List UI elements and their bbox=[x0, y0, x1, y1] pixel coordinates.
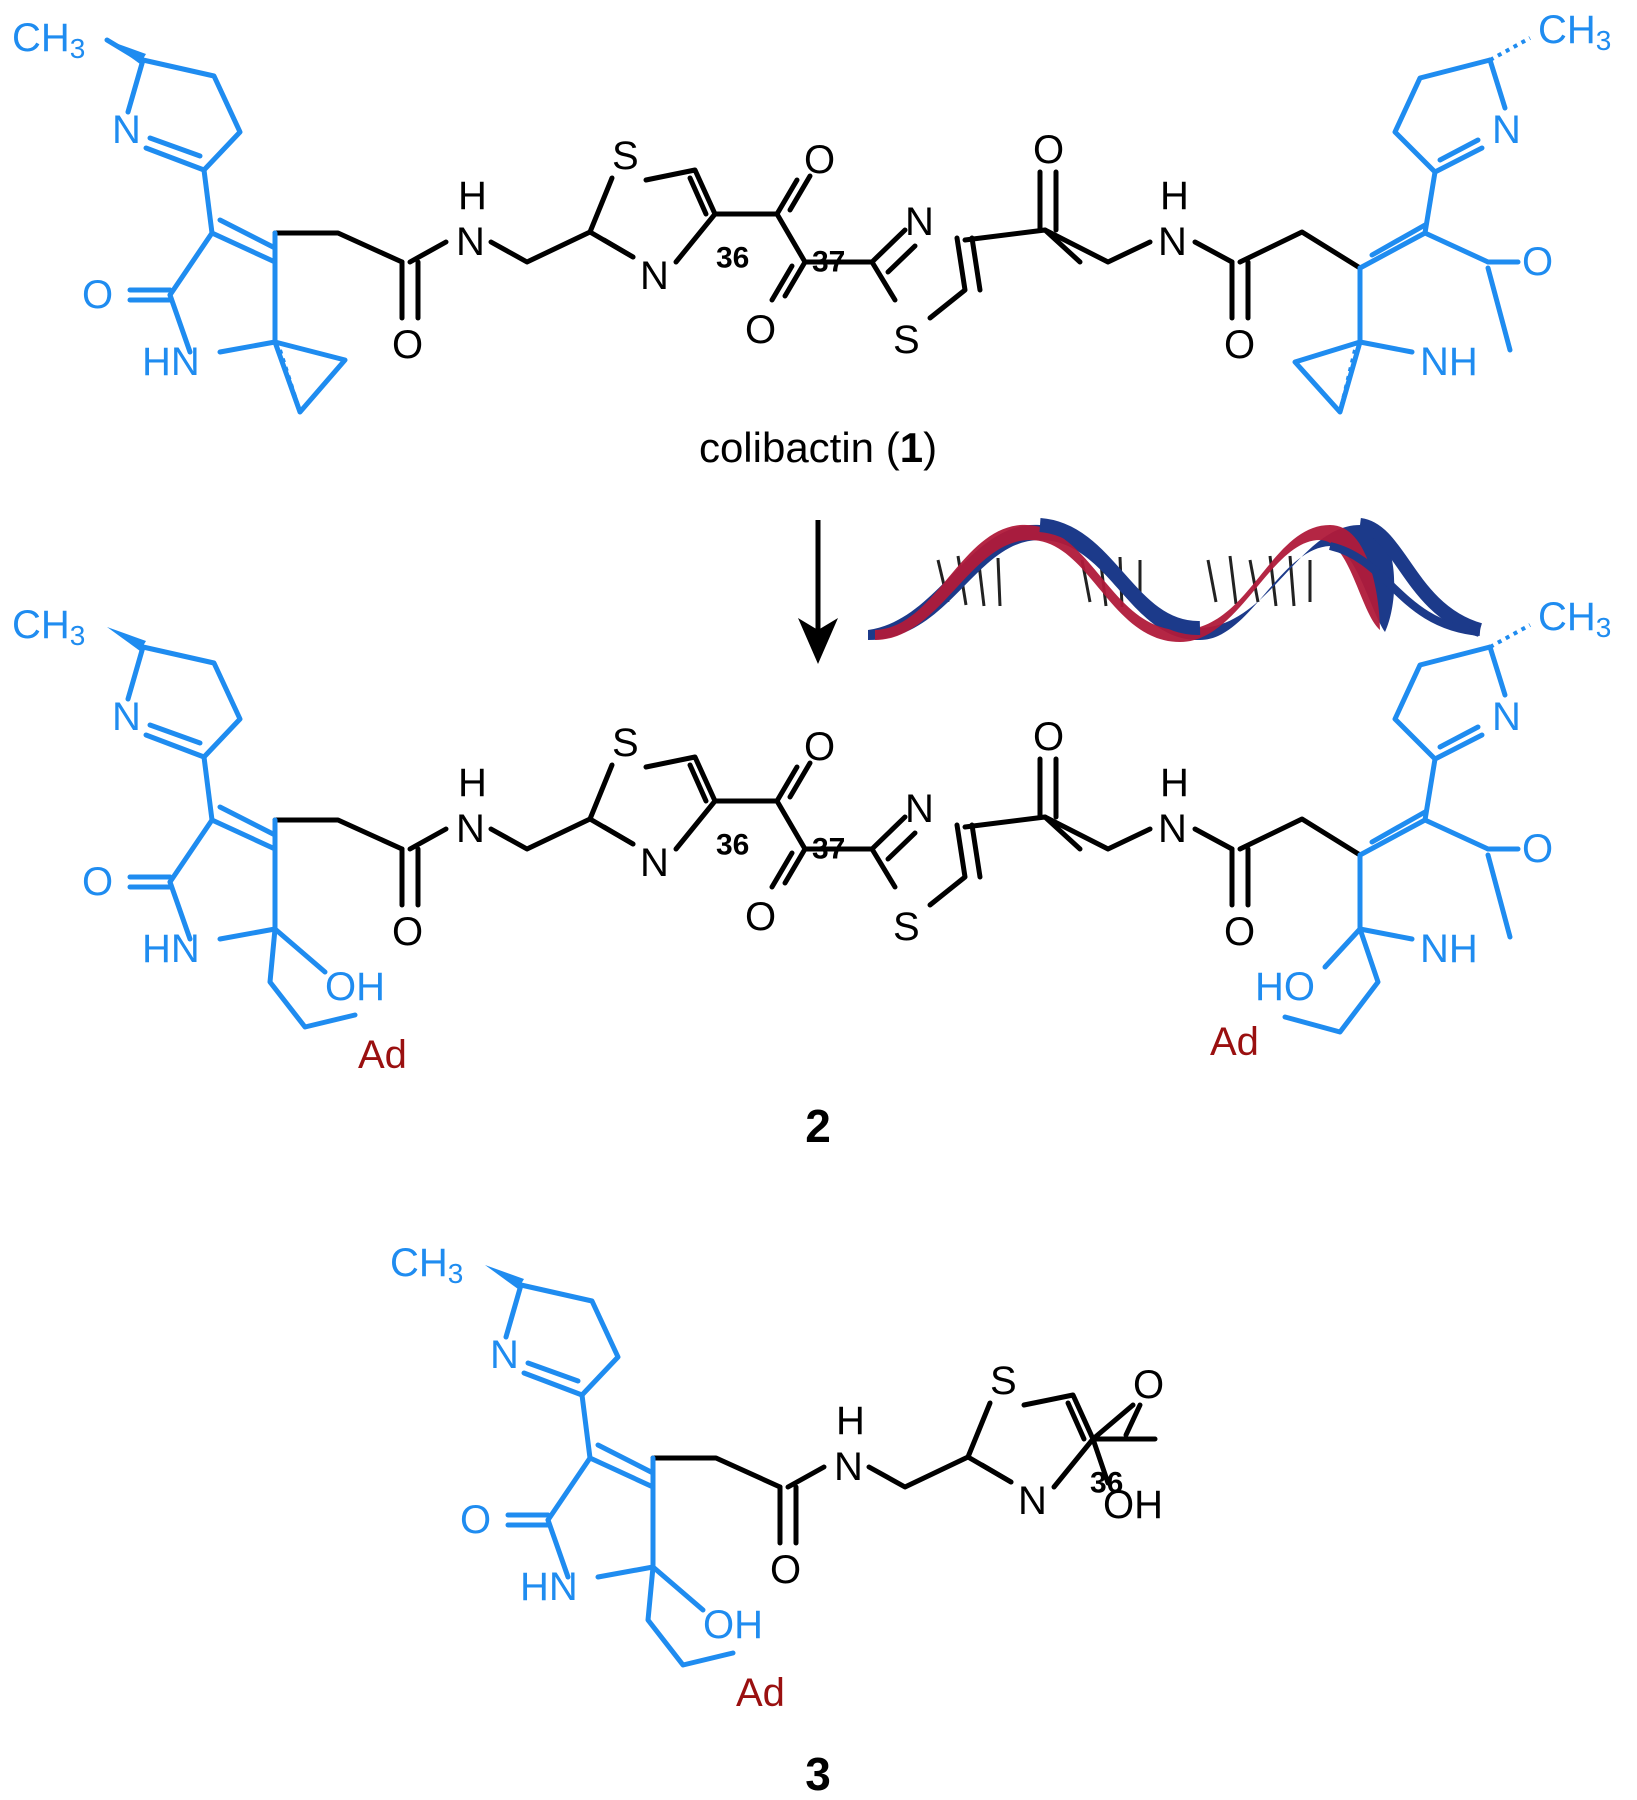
carbon-36-label: 36 bbox=[716, 829, 749, 862]
down-arrow-icon bbox=[798, 520, 838, 664]
ketone-o-label: O bbox=[1033, 715, 1064, 759]
compound-2-structure bbox=[107, 623, 1531, 1035]
hydroxyl-label: OH bbox=[703, 1603, 763, 1647]
thiazole-s-label: S bbox=[893, 318, 920, 362]
lactam-nh-label: NH bbox=[1420, 340, 1478, 384]
methyl-label: CH3 bbox=[1538, 595, 1611, 643]
thiazole-n-label: N bbox=[640, 841, 669, 885]
compound-2-caption: 2 bbox=[805, 1100, 831, 1152]
keto-o-label: O bbox=[745, 895, 776, 939]
dna-double-helix-icon bbox=[868, 518, 1483, 642]
amide-o-label: O bbox=[392, 323, 423, 367]
hydroxyl-label: OH bbox=[325, 965, 385, 1009]
methyl-label: CH3 bbox=[1538, 8, 1611, 56]
imine-n-label: N bbox=[112, 695, 141, 739]
imine-n-label: N bbox=[490, 1333, 519, 1377]
carbon-37-label: 37 bbox=[812, 246, 845, 279]
thiazole-n-label: N bbox=[905, 200, 934, 244]
keto-o-label: O bbox=[745, 308, 776, 352]
compound-3-labels: CH3 N O HN OH Ad O H N S N 36 O OH bbox=[390, 1241, 1164, 1715]
carbon-37-label: 37 bbox=[812, 833, 845, 866]
amide-o-label: O bbox=[1224, 910, 1255, 954]
lactam-nh-label: HN bbox=[142, 927, 200, 971]
carbon-36-label: 36 bbox=[1090, 1467, 1123, 1500]
compound-3-caption: 3 bbox=[805, 1748, 831, 1800]
adenine-label: Ad bbox=[358, 1033, 407, 1077]
lactam-nh-label: HN bbox=[520, 1565, 578, 1609]
amide-h-label: H bbox=[458, 761, 487, 805]
acid-o-label: O bbox=[1133, 1363, 1164, 1407]
imine-n-label: N bbox=[112, 108, 141, 152]
amide-h-label: H bbox=[1160, 174, 1189, 218]
thiazole-s-label: S bbox=[612, 134, 639, 178]
amide-n-label: N bbox=[834, 1445, 863, 1489]
compound-2-labels: CH3 N O HN OH Ad O H N S N 36 O 37 O N S… bbox=[12, 595, 1611, 1077]
compound-3-structure bbox=[485, 1265, 1155, 1668]
amide-o-label: O bbox=[770, 1548, 801, 1592]
ketone-o-label: O bbox=[1033, 128, 1064, 172]
amide-o-label: O bbox=[1224, 323, 1255, 367]
amide-n-label: N bbox=[1158, 220, 1187, 264]
compound-1-caption: colibactin (1) bbox=[699, 424, 937, 471]
amide-n-label: N bbox=[1158, 807, 1187, 851]
lactam-o-label: O bbox=[1522, 240, 1553, 284]
amide-n-label: N bbox=[456, 220, 485, 264]
thiazole-s-label: S bbox=[893, 905, 920, 949]
amide-o-label: O bbox=[392, 910, 423, 954]
amide-h-label: H bbox=[1160, 761, 1189, 805]
carbon-36-label: 36 bbox=[716, 242, 749, 275]
lactam-o-label: O bbox=[82, 860, 113, 904]
lactam-o-label: O bbox=[82, 273, 113, 317]
methyl-label: CH3 bbox=[12, 16, 85, 64]
keto-o-label: O bbox=[804, 725, 835, 769]
amide-h-label: H bbox=[458, 174, 487, 218]
thiazole-n-label: N bbox=[1018, 1479, 1047, 1523]
thiazole-n-label: N bbox=[905, 787, 934, 831]
thiazole-n-label: N bbox=[640, 254, 669, 298]
lactam-nh-label: HN bbox=[142, 340, 200, 384]
imine-n-label: N bbox=[1492, 108, 1521, 152]
adenine-label: Ad bbox=[1210, 1020, 1259, 1064]
adenine-label: Ad bbox=[736, 1671, 785, 1715]
amide-n-label: N bbox=[456, 807, 485, 851]
imine-n-label: N bbox=[1492, 695, 1521, 739]
keto-o-label: O bbox=[804, 138, 835, 182]
methyl-label: CH3 bbox=[12, 603, 85, 651]
hydroxyl-label: HO bbox=[1255, 965, 1315, 1009]
lactam-o-label: O bbox=[460, 1498, 491, 1542]
thiazole-s-label: S bbox=[612, 721, 639, 765]
compound-1-labels: CH3 N O HN O H N S N 36 O 37 O N S O H N… bbox=[12, 8, 1611, 384]
amide-h-label: H bbox=[836, 1399, 865, 1443]
compound-1-structure bbox=[104, 36, 1531, 415]
thiazole-s-label: S bbox=[990, 1359, 1017, 1403]
lactam-nh-label: NH bbox=[1420, 927, 1478, 971]
acid-oh-label: OH bbox=[1103, 1483, 1163, 1527]
lactam-o-label: O bbox=[1522, 827, 1553, 871]
methyl-label: CH3 bbox=[390, 1241, 463, 1289]
